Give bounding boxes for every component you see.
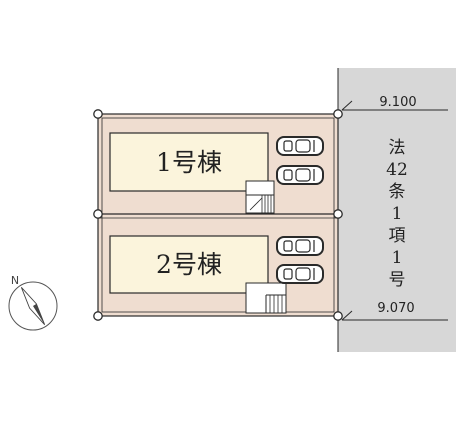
staircase-1 [245,180,275,214]
car-icon [276,264,324,284]
north-arrow-icon [20,287,46,325]
building-1-label: 1号棟 [156,148,222,177]
staircase-2 [245,282,287,314]
parking-cars [276,136,324,284]
building-1 [109,132,269,192]
road-width-bottom: 9.070 [341,301,448,321]
road-strip [338,68,456,352]
road-width-top: 9.100 [341,95,448,111]
boundary-markers [93,109,343,321]
car-icon [276,165,324,185]
road-label-char: 項 [389,226,406,246]
building-2 [109,235,269,294]
road-width-bottom-label: 9.070 [377,301,414,316]
boundary-marker [93,109,103,119]
boundary-marker [333,109,343,119]
road-label-char: 号 [389,270,406,290]
road-label-char: 1 [392,248,403,268]
car-icon [276,236,324,256]
building-2-label: 2号棟 [156,250,222,279]
road-width-top-label: 9.100 [379,95,416,110]
car-icon [276,136,324,156]
boundary-marker [333,209,343,219]
north-label: N [11,274,19,287]
boundary-marker [333,311,343,321]
road-label-char: 1 [392,204,403,224]
road-label-char: 法 [389,138,406,158]
road-label-char: 42 [386,160,408,180]
boundary-marker [93,209,103,219]
compass: N [8,274,58,331]
road-label-char: 条 [389,182,406,202]
road-classification: 法 42 条 1 項 1 号 [386,138,408,290]
boundary-marker [93,311,103,321]
